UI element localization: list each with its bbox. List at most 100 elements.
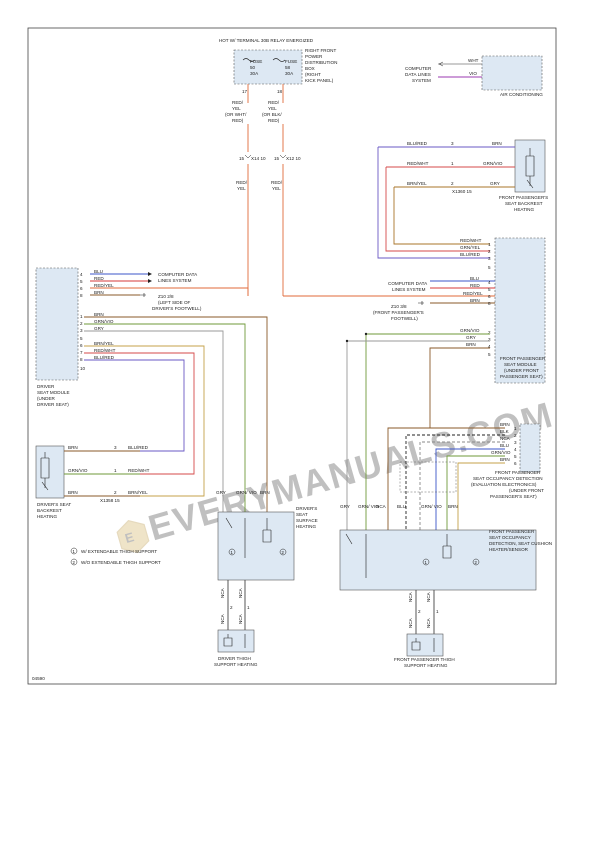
pm-low-pin-2: 3 — [488, 337, 491, 342]
dm-low-wire-3: GRY — [94, 326, 104, 331]
occ-label-4: (UNDER FRONT — [509, 488, 544, 493]
pc-circle-2: 2 — [474, 560, 477, 565]
pc-circle-1: 1 — [424, 560, 427, 565]
db-pin3: 2 — [114, 490, 117, 495]
power-pin-right: 18 — [277, 89, 283, 94]
occ-wire-6: BRN — [500, 457, 510, 462]
dist-box-label-1: RIGHT FRONT — [305, 48, 336, 53]
dm-top-wire-4: BRN — [94, 290, 104, 295]
pm-mid-wire-2: RED — [470, 283, 480, 288]
wire-left-label-4: RED) — [232, 118, 244, 123]
passenger-cushion-heater-icon — [345, 533, 452, 578]
passenger-thigh-box — [406, 633, 444, 657]
dm-arrow1-icon — [148, 272, 152, 276]
power-pin-left: 17 — [242, 89, 248, 94]
fuse-left-line1: FUSE — [250, 59, 262, 64]
ac-module-box — [481, 55, 543, 91]
driver-backrest-box — [35, 445, 65, 499]
dist-box-label-2: POWER — [305, 54, 323, 59]
dm-low-pin-3: 3 — [80, 328, 83, 333]
pm-top-wire-3: BLU/RED — [460, 252, 481, 257]
pb-run-3 — [393, 187, 490, 245]
dm-low-wire-1: BRN — [94, 312, 104, 317]
wire-left2-label-1: RED/ — [236, 180, 248, 185]
dm-run-brnyel — [84, 345, 205, 497]
pm-system-2: LINES SYSTEM — [392, 287, 426, 292]
dm-ground-1: Z10 2/8 — [158, 294, 174, 299]
db-right1-label: BLU/RED — [128, 445, 149, 450]
pb-conn: X1360 15 — [452, 189, 472, 194]
ac-wire2-label: VIO — [469, 71, 477, 76]
occupancy-section: BRN BLK NCA BLU GRN/VIO BRN 1 2 3 4 5 6 … — [387, 422, 544, 530]
occ-wire-blu — [435, 448, 505, 530]
occ-pin-6: 6 — [514, 461, 517, 466]
legend-item-2: W/O EXTENDABLE THIGH SUPPORT — [81, 560, 161, 565]
pb-label-2: SEAT BACKREST — [505, 201, 543, 206]
fuse-right-line2: 58 — [285, 65, 291, 70]
pc-wire-1: GRY — [340, 504, 350, 509]
dc-label-2: SEAT — [296, 512, 308, 517]
passenger-cushion-section: GRY GRN/ VIO NCA BLU GRN/ VIO BRN 1 2 FR… — [339, 504, 552, 634]
driver-cushion-section: GRY GRN/ VIO BRN 1 2 DRIVER'S SEAT SURFA… — [216, 490, 318, 630]
dist-box-label-5: (RIGHT — [305, 72, 321, 77]
conn-right-id: X12 10 — [286, 156, 301, 161]
fuse-50-icon — [242, 58, 256, 62]
pm-label-4: PASSENGER SEAT) — [500, 374, 543, 379]
dt-pin1: 2 — [230, 605, 233, 610]
driver-module-box — [35, 267, 79, 381]
pt-wire3: NCA — [408, 617, 413, 628]
occ-pin-3: 3 — [514, 440, 517, 445]
dm-run-redwht — [84, 352, 195, 475]
page-code: 04590 — [32, 676, 45, 681]
dt-label-2: SUPPORT HEATING — [214, 662, 258, 667]
pb-wire2-label: RED/WHT — [407, 161, 429, 166]
pm-mid-pin-2: 5 — [488, 287, 491, 292]
conn-right-pin: 15 — [274, 156, 280, 161]
dm-low-pin-5: 6 — [80, 343, 83, 348]
pm-mid-pin-1: 4 — [488, 280, 491, 285]
dm-low-pin-1: 1 — [80, 314, 83, 319]
dm-low-wire-6: BLU/RED — [94, 355, 115, 360]
watermark-logo-icon — [116, 520, 150, 554]
pb-run-2 — [385, 167, 490, 252]
occ-wire-brn2 — [457, 462, 505, 530]
pb-pin1: 3 — [451, 141, 454, 146]
pc-label-2: SEAT OCCUPANCY — [489, 535, 531, 540]
dm-system-1: COMPUTER DATA — [158, 272, 198, 277]
occ-pin-1: 1 — [514, 426, 517, 431]
pt-pin1: 2 — [418, 609, 421, 614]
dm-run-brn — [84, 316, 268, 512]
dm-top-pin-1: 4 — [80, 272, 83, 277]
driver-backrest-heater-icon — [40, 452, 50, 491]
occ-label-5: PASSENGER'S SEAT) — [490, 494, 537, 499]
ac-label: AIR CONDITIONING — [500, 92, 543, 97]
pm-system-1: COMPUTER DATA — [388, 281, 428, 286]
occ-dashed-frame — [399, 461, 457, 493]
pc-label-1: FRONT PASSENGER — [489, 529, 535, 534]
driver-cushion-box — [217, 511, 295, 581]
pm-low-pin-3: 4 — [488, 344, 491, 349]
dm-run-gry — [84, 330, 224, 512]
power-section: HOT W/ TERMINAL 30B RELAY ENERGIZED FUSE… — [219, 38, 337, 296]
dm-wire-redyel — [90, 287, 249, 296]
wire-right-label-3: (OR BLK/ — [262, 112, 282, 117]
pm-top-pin-1: 1 — [488, 242, 491, 247]
passenger-module-box — [494, 237, 546, 384]
pm-top-wire-1: RED/WHT — [460, 238, 482, 243]
pc-wire-5: GRN/ VIO — [421, 504, 442, 509]
pm-low-pin-extra: 5 — [488, 352, 491, 357]
dm-run-blured — [84, 359, 185, 452]
occ-wire-nca — [419, 441, 505, 530]
ac-system-1: COMPUTER — [405, 66, 432, 71]
dc-circle-2-icon — [279, 548, 287, 556]
driver-thigh-box — [217, 629, 255, 653]
ac-section: COMPUTER DATA LINES SYSTEM WHT VIO 20 21… — [405, 55, 543, 97]
pt-label-1: FRONT PASSENGER THIGH — [394, 657, 455, 662]
dm-run-grnvio — [84, 323, 246, 512]
dc-circle-1: 1 — [230, 550, 233, 555]
pm-top-pin-3: 3 — [488, 256, 491, 261]
driver-module-section: BLU RED RED/YEL BRN 4 5 6 8 COMPUTER DAT… — [35, 267, 268, 512]
pt-wire2: NCA — [426, 591, 431, 602]
driver-cushion-heater-icon — [225, 517, 272, 558]
